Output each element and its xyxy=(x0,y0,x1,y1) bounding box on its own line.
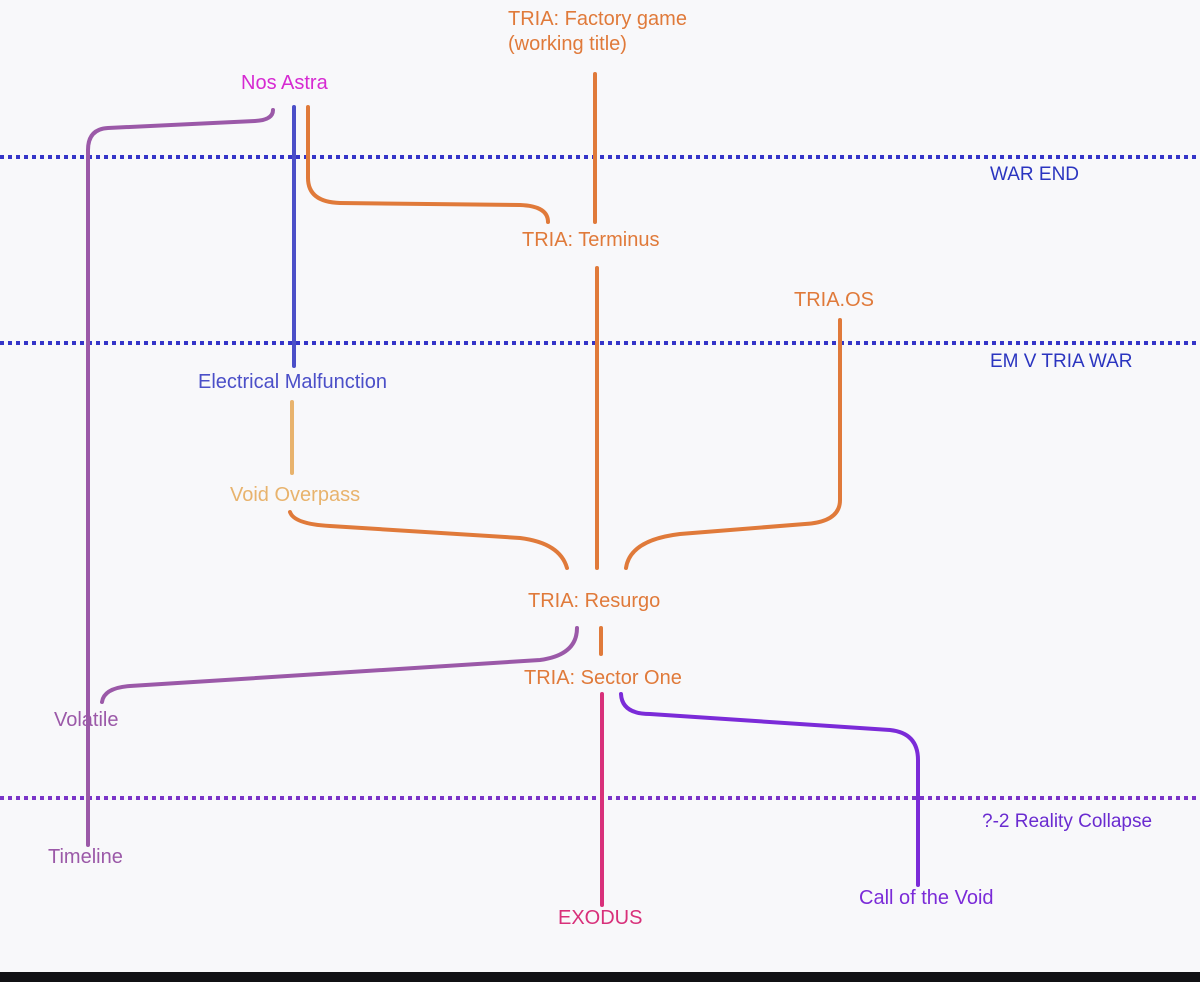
node-void-overpass: Void Overpass xyxy=(230,484,361,506)
edge-nos-astra-to-timeline xyxy=(86,108,275,847)
edge-sector-one-to-call-of-the-void xyxy=(619,692,920,887)
node-factory-game-subtitle: (working title) xyxy=(508,33,627,55)
node-electrical-malfunction: Electrical Malfunction xyxy=(198,371,387,393)
edge-resurgo-to-volatile xyxy=(100,626,579,704)
edge-tria-os-to-resurgo xyxy=(624,318,842,570)
node-volatile: Volatile xyxy=(54,709,119,731)
node-timeline: Timeline xyxy=(48,846,123,868)
node-tria-resurgo: TRIA: Resurgo xyxy=(528,590,661,612)
bottom-taskbar-strip xyxy=(0,972,1200,982)
node-nos-astra: Nos Astra xyxy=(241,72,328,94)
node-tria-sector-one: TRIA: Sector One xyxy=(524,667,682,689)
node-tria-os: TRIA.OS xyxy=(794,289,875,311)
edge-nos-astra-to-terminus xyxy=(306,105,550,224)
era-label-em-v-tria-war: EM V TRIA WAR xyxy=(990,351,1133,372)
edge-void-overpass-to-resurgo xyxy=(288,510,569,570)
node-tria-terminus: TRIA: Terminus xyxy=(522,229,660,251)
node-exodus: EXODUS xyxy=(558,907,643,929)
node-call-of-the-void: Call of the Void xyxy=(859,887,994,909)
era-label-reality-collapse: ?-2 Reality Collapse xyxy=(982,811,1153,832)
node-factory-game-title: TRIA: Factory game xyxy=(508,8,687,30)
era-label-war-end: WAR END xyxy=(990,164,1080,185)
